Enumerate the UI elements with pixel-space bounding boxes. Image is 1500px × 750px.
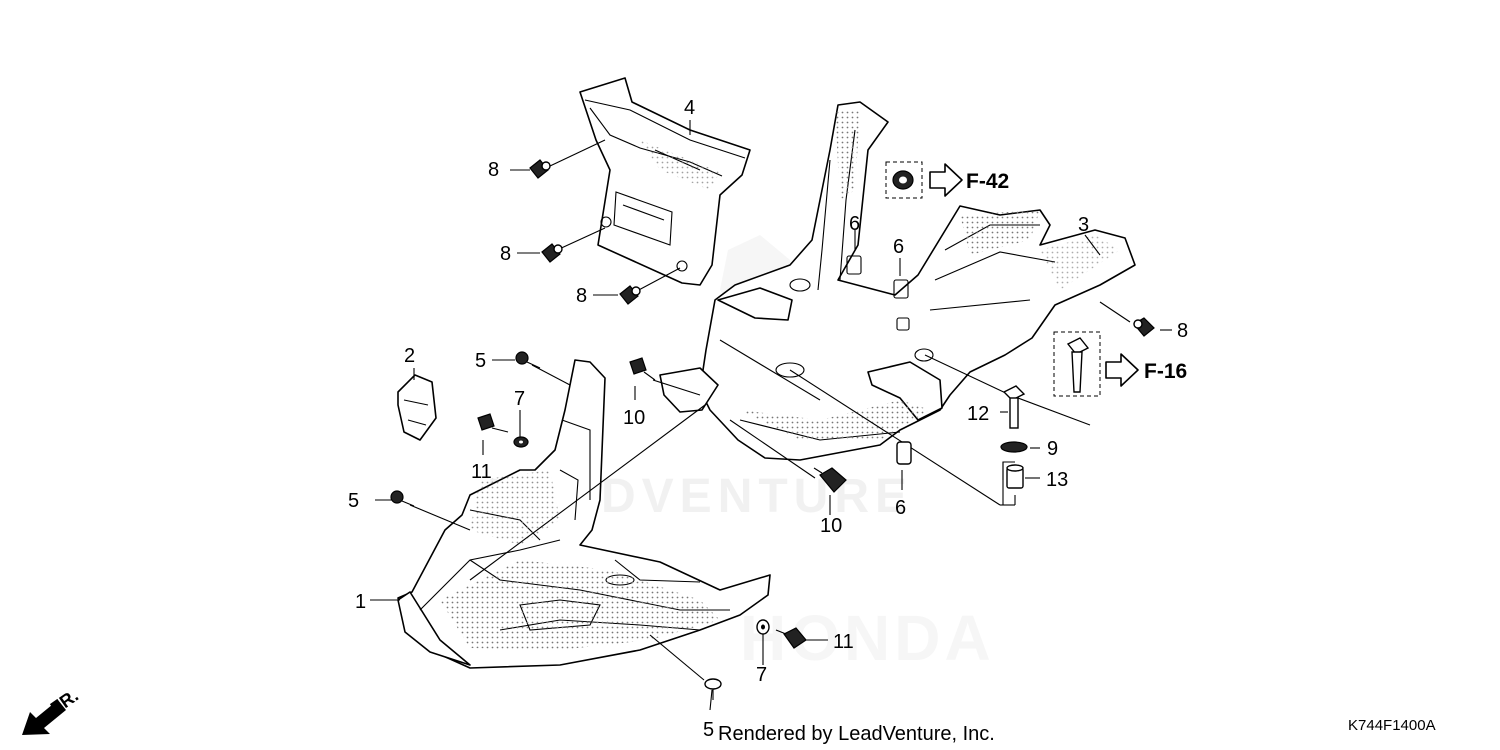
part-2-bracket	[397, 374, 437, 441]
bolt-11a	[477, 413, 509, 433]
bolt-8a	[529, 159, 551, 179]
callout-7b: 7	[756, 664, 767, 686]
callout-5a: 5	[475, 350, 486, 372]
ref-f16: F-16	[1053, 331, 1187, 397]
fasteners	[390, 159, 1155, 700]
washer-7a	[513, 436, 529, 448]
ref-f42-label: F-42	[966, 170, 1009, 193]
callout-8c: 8	[576, 285, 587, 307]
callout-6c: 6	[895, 497, 906, 519]
callout-7a: 7	[514, 388, 525, 410]
callout-6b: 6	[893, 236, 904, 258]
diagram-code: K744F1400A	[1348, 717, 1436, 734]
bolt-10a	[629, 357, 656, 381]
bolt-8b	[541, 243, 563, 263]
part-1-under-cover	[397, 359, 771, 669]
callout-9: 9	[1047, 438, 1058, 460]
callout-13: 13	[1046, 469, 1068, 491]
bolt-11b	[775, 627, 807, 649]
bolt-12	[1002, 385, 1026, 429]
grommet-f42	[892, 170, 914, 190]
callout-8d: 8	[1177, 320, 1188, 342]
callout-2: 2	[404, 345, 415, 367]
callout-10b: 10	[820, 515, 842, 537]
callout-11a: 11	[471, 461, 492, 483]
screw-5b	[390, 490, 415, 507]
callout-8a: 8	[488, 159, 499, 181]
callout-8b: 8	[500, 243, 511, 265]
collar-13	[1006, 464, 1024, 489]
callout-3: 3	[1078, 214, 1089, 236]
front-direction-indicator: FR.	[22, 685, 82, 735]
bolt-8c	[619, 285, 641, 305]
bolt-10b	[813, 467, 847, 493]
clip-6a	[896, 441, 912, 465]
callout-5c: 5	[703, 719, 714, 741]
bolt-f16	[1066, 337, 1090, 393]
ref-f16-label: F-16	[1144, 360, 1187, 383]
washer-7b	[756, 619, 770, 635]
callout-12: 12	[967, 403, 989, 425]
callout-5b: 5	[348, 490, 359, 512]
front-arrow-icon	[22, 700, 66, 735]
credit-text: Rendered by LeadVenture, Inc.	[718, 723, 995, 745]
callout-1: 1	[355, 591, 366, 613]
bolt-8d	[1133, 317, 1155, 337]
washer-9	[1000, 441, 1028, 453]
part-3-center-frame	[659, 101, 1136, 461]
ref-f42: F-42	[885, 161, 1009, 199]
callout-4: 4	[684, 97, 695, 119]
leader-lines	[370, 120, 1172, 711]
callout-11b: 11	[833, 631, 854, 653]
part-4-inner-cover	[579, 77, 751, 286]
watermark-brand: HONDA	[740, 602, 995, 674]
callout-10a: 10	[623, 407, 645, 429]
callout-6a: 6	[849, 213, 860, 235]
screw-5a	[515, 351, 541, 369]
screw-5c	[704, 678, 722, 700]
callout-numbers: 1 2 3 4 5 5 5 6 6 6 7 7 8 8 8 8 9 10 10 …	[348, 97, 1188, 741]
